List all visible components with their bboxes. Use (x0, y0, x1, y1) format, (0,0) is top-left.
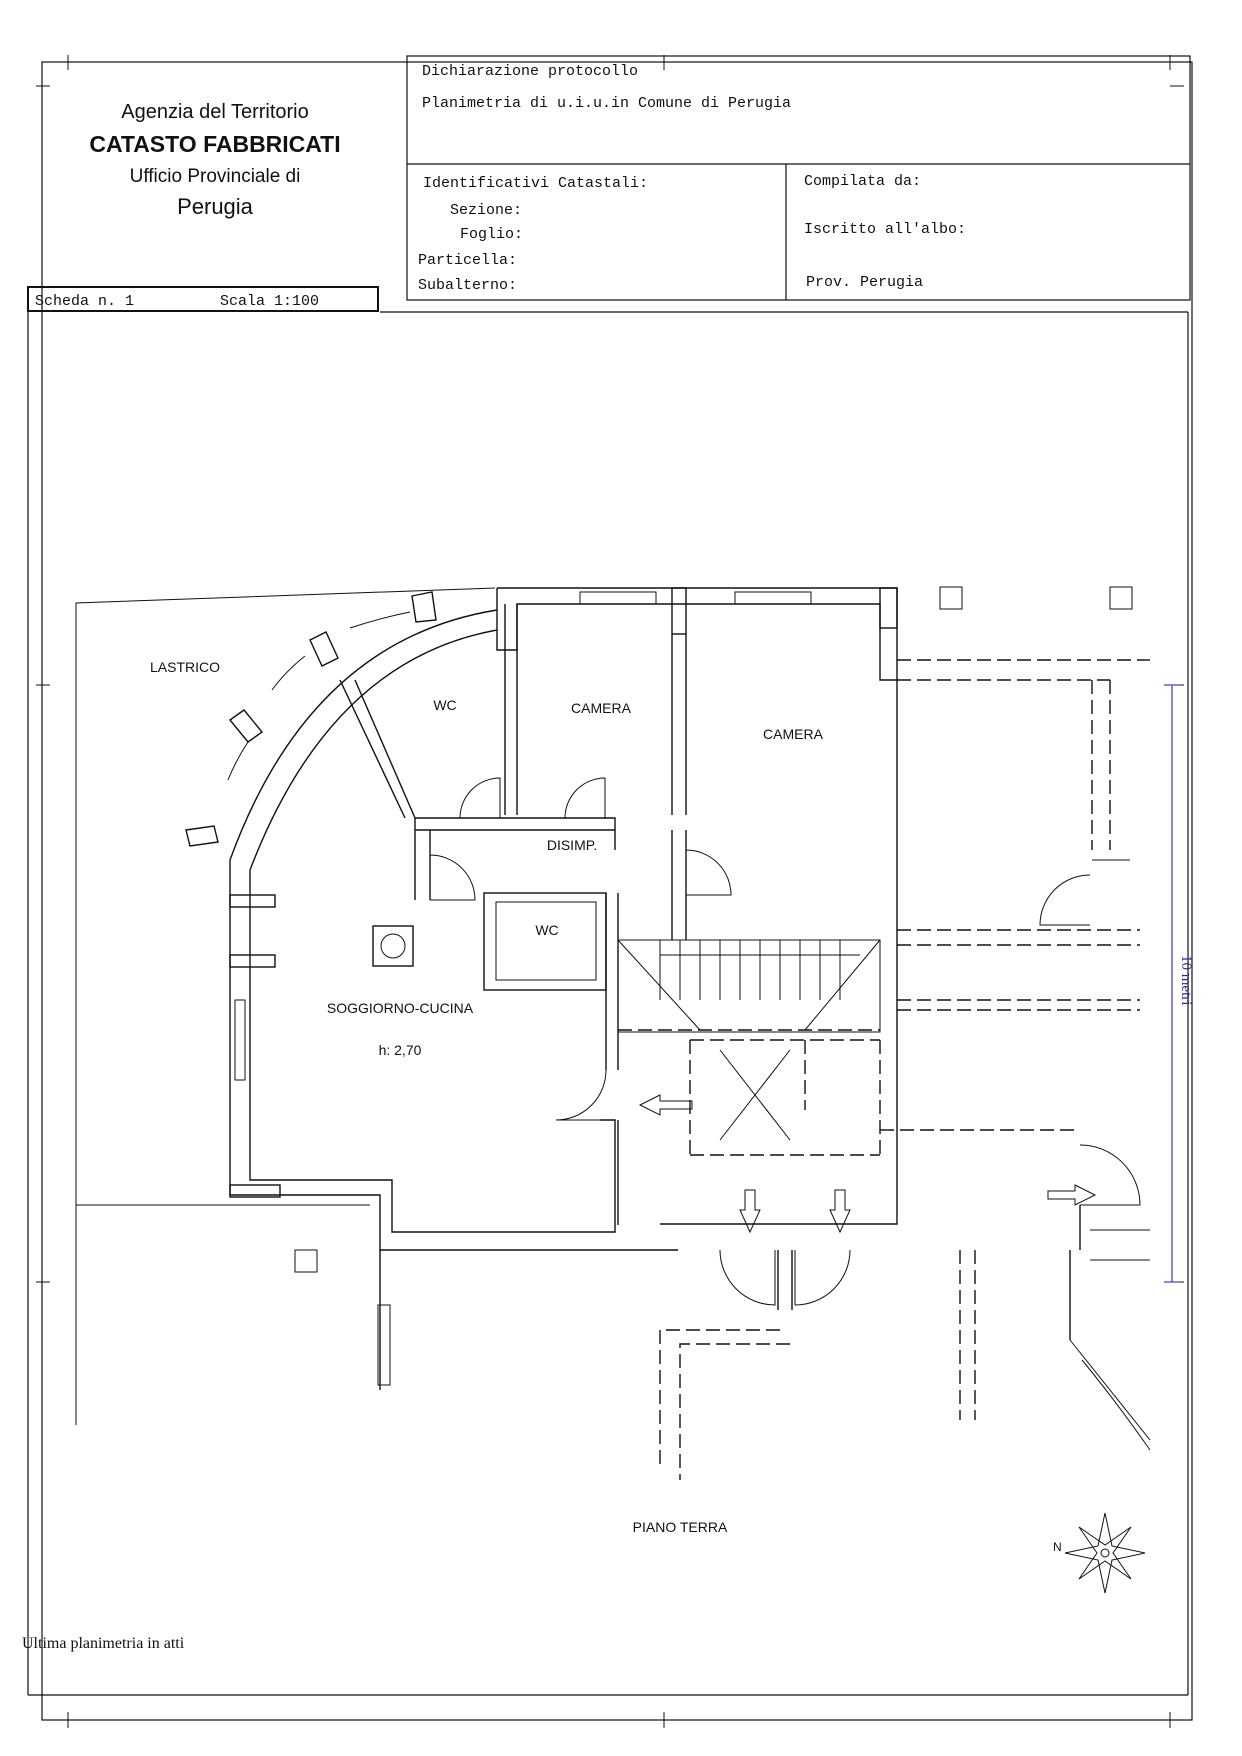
lastrico-outline (75, 587, 496, 1206)
outer-wall-north (497, 587, 898, 1225)
sheet-frame (27, 55, 1193, 1728)
protocol-table: Dichiarazione protocollo Planimetria di … (406, 55, 1191, 301)
room-height-label: h: 2,70 (379, 1042, 422, 1058)
south-entrances (659, 1249, 1151, 1480)
dichiarazione-label: Dichiarazione protocollo (422, 63, 638, 80)
compilata-label: Compilata da: (804, 173, 921, 190)
floor-label: PIANO TERRA (633, 1519, 728, 1535)
subalterno-label: Subalterno: (418, 277, 517, 294)
agency-name: Agenzia del Territorio (121, 101, 309, 123)
room-label-wc-lower: WC (535, 922, 558, 938)
scheda-number: Scheda n. 1 (35, 293, 134, 310)
room-label-soggiorno: SOGGIORNO-CUCINA (327, 1000, 474, 1016)
room-label-camera-1: CAMERA (571, 700, 632, 716)
provincia-label: Prov. Perugia (806, 274, 923, 291)
outer-wall-west (229, 860, 678, 1251)
scale-bar-label: 10 metri (1178, 955, 1194, 1005)
curved-wall-outer (229, 609, 498, 861)
foglio-label: Foglio: (460, 226, 523, 243)
room-label-disimp: DISIMP. (547, 837, 597, 853)
planimetria-label: Planimetria di u.i.u.in Comune di Perugi… (422, 95, 791, 112)
scale-bar: 10 metri (1164, 684, 1194, 1283)
room-label-lastrico: LASTRICO (150, 659, 220, 675)
scheda-box: Scheda n. 1 Scala 1:100 (27, 286, 379, 312)
staircase (617, 939, 881, 1156)
particella-label: Particella: (418, 252, 517, 269)
adjacent-units (880, 586, 1150, 1261)
floor-plan: 10 metri N LASTRICO WC CAMERA CAMERA DIS… (75, 586, 1194, 1594)
identificativi-title: Identificativi Catastali: (423, 175, 648, 192)
sezione-label: Sezione: (450, 202, 522, 219)
room-label-camera-2: CAMERA (763, 726, 824, 742)
compass-rose-icon: N (1053, 1512, 1146, 1594)
room-label-wc-upper: WC (433, 697, 456, 713)
catasto-title: CATASTO FABBRICATI (89, 131, 340, 157)
svg-text:N: N (1053, 1540, 1062, 1554)
agency-header: Agenzia del Territorio CATASTO FABBRICAT… (89, 101, 340, 219)
footer-note: Ultima planimetria in atti (22, 1635, 185, 1652)
iscritto-label: Iscritto all'albo: (804, 221, 966, 238)
city-name: Perugia (177, 194, 254, 219)
ufficio-label: Ufficio Provinciale di (130, 166, 301, 187)
scale-label: Scala 1:100 (220, 293, 319, 310)
